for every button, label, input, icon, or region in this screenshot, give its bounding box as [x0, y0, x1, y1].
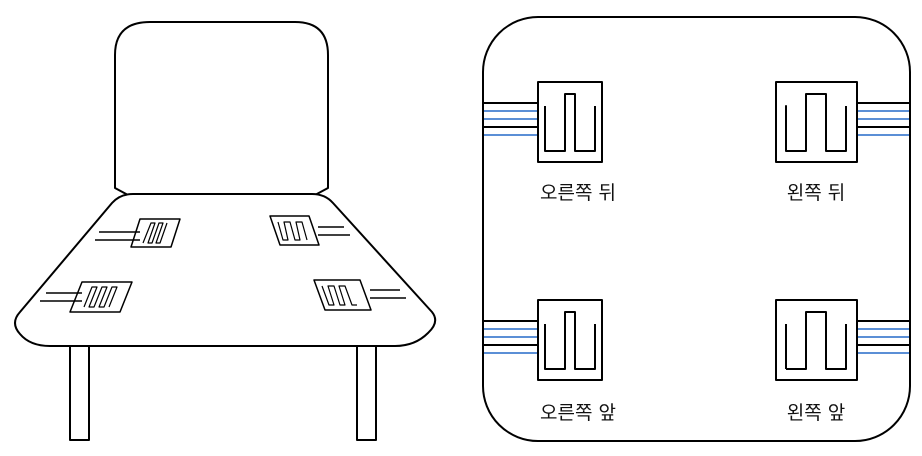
chair-leg-left [69, 343, 90, 441]
sensor-rear-left [775, 81, 909, 163]
chair-leg-right [356, 343, 377, 441]
label-front-right: 오른쪽 앞 [540, 402, 616, 424]
seat-sensor-rear-left [269, 215, 320, 246]
seat-sensor-front-right [69, 281, 133, 313]
seat-wire-rear-left [318, 226, 350, 236]
sensor-front-left [775, 299, 909, 381]
chair-seat [14, 193, 437, 347]
sensor-front-right [484, 299, 603, 381]
seat-wire-front-left [370, 289, 406, 299]
wire-front-left [857, 320, 909, 354]
wire-rear-right [484, 102, 538, 136]
seat-sensor-front-left [313, 279, 372, 311]
sensor-rear-right [484, 81, 603, 163]
wire-front-right [484, 320, 538, 354]
label-front-left: 왼쪽 앞 [787, 402, 845, 424]
label-rear-right: 오른쪽 뒤 [540, 182, 616, 204]
seat-top-view [482, 16, 911, 442]
seat-sensor-rear-right [130, 218, 181, 248]
label-rear-left: 왼쪽 뒤 [787, 182, 845, 204]
chair-backrest [114, 21, 329, 196]
wire-rear-left [857, 102, 909, 136]
seat-outline [482, 16, 911, 442]
chair [14, 21, 437, 441]
